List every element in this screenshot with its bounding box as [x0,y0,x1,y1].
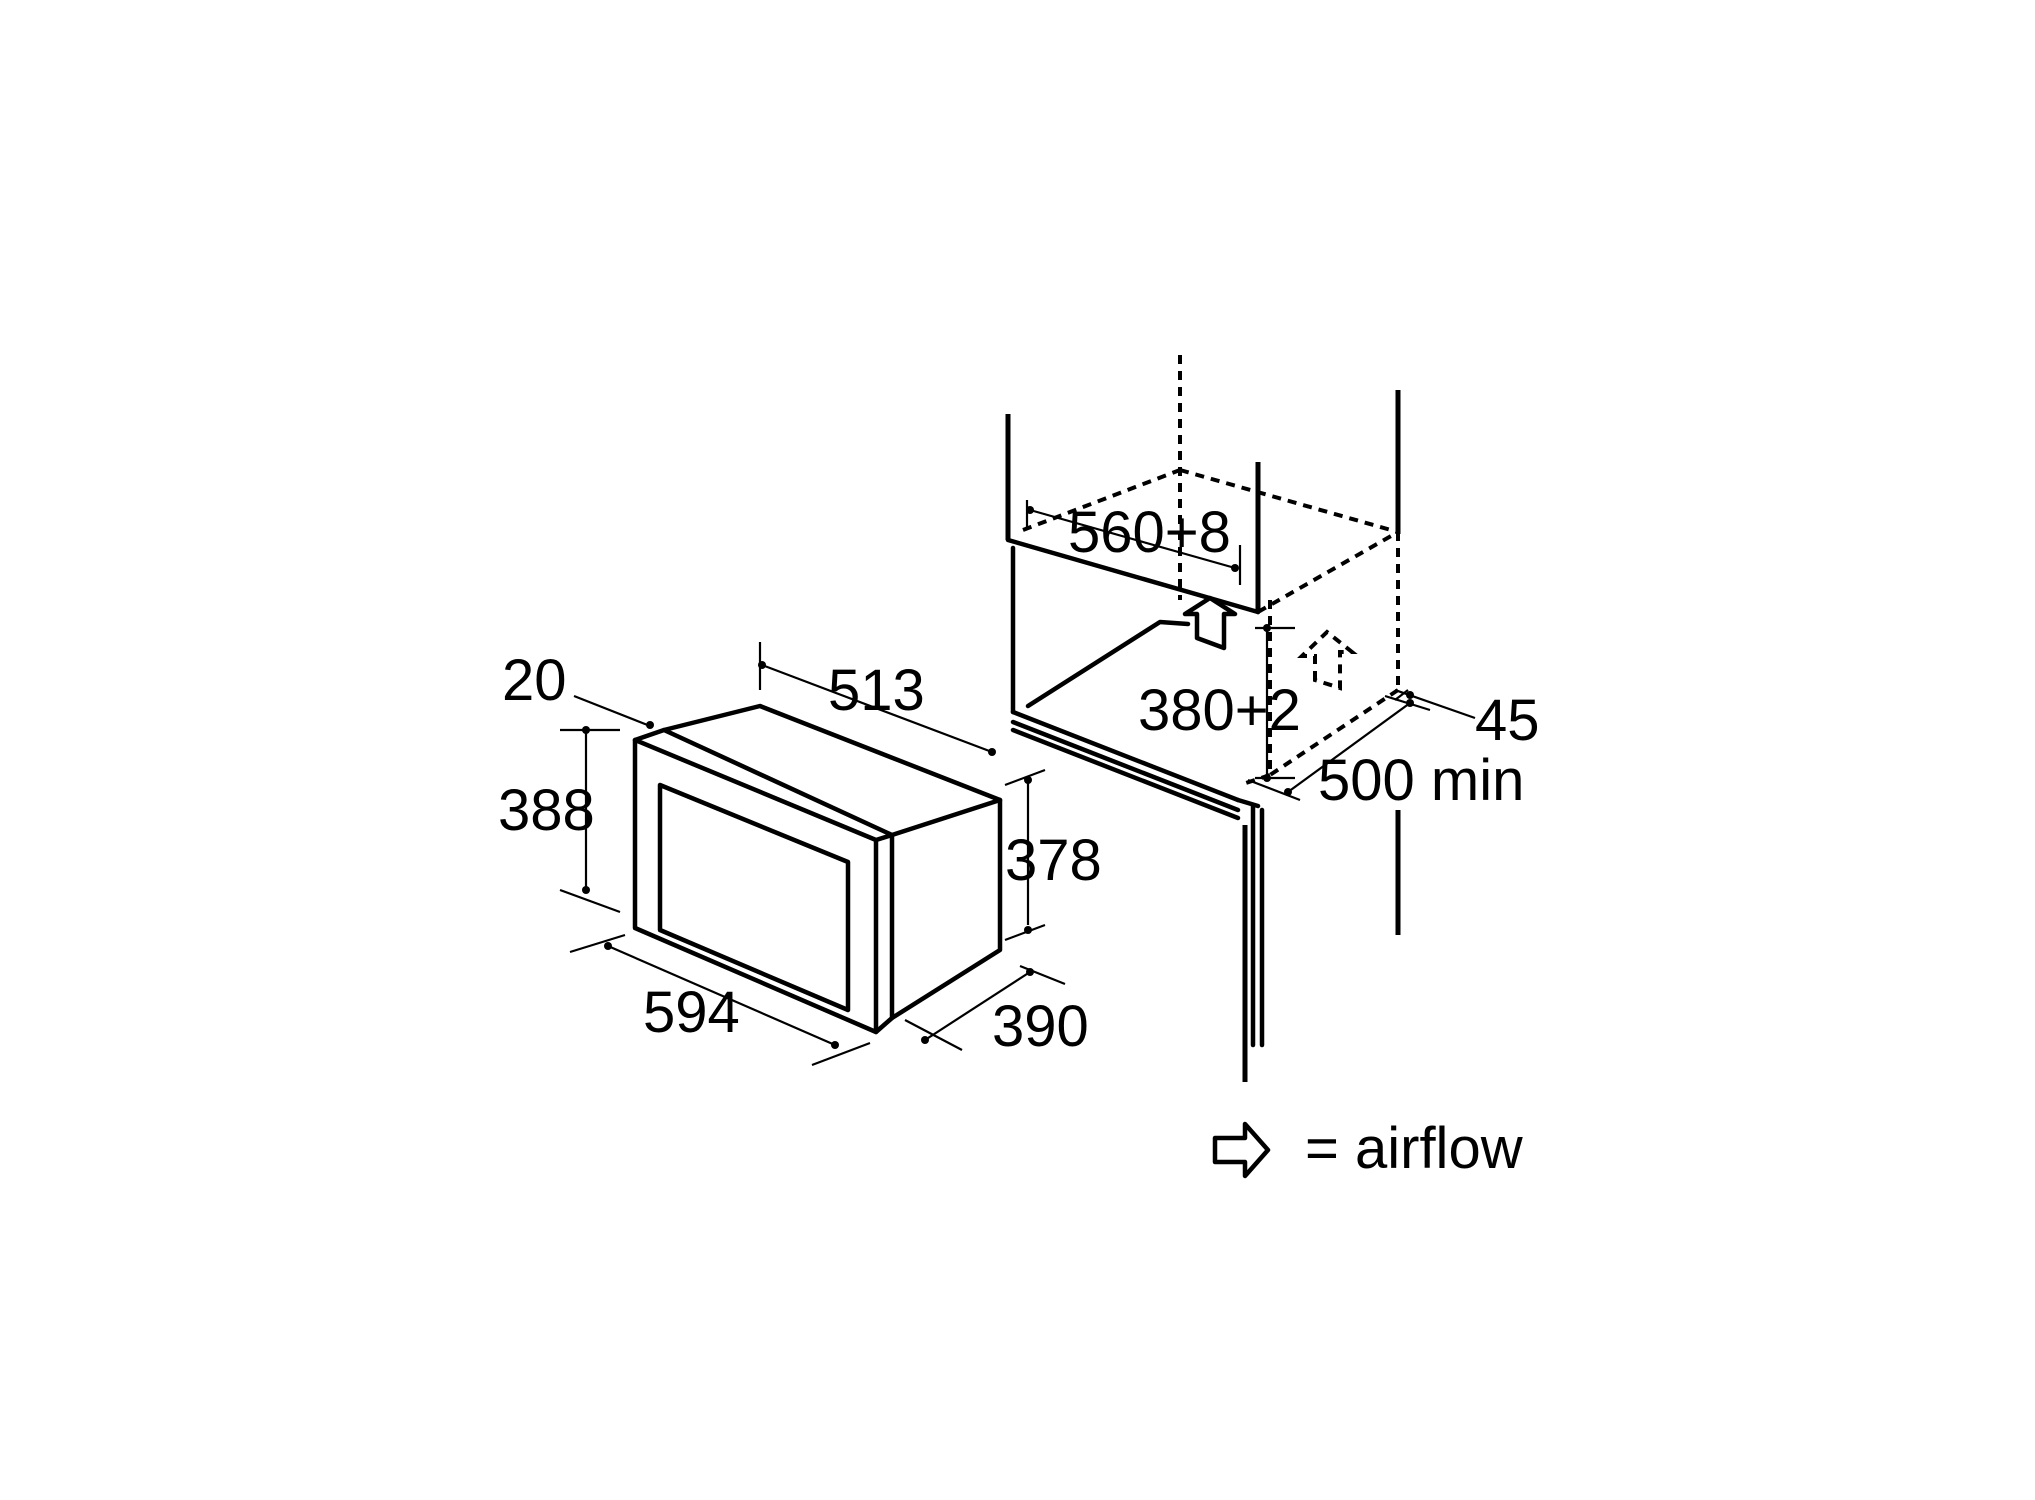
dimension-label-513: 513 [828,658,925,723]
airflow-arrows [1182,595,1358,691]
cabinet-hidden-edges [1022,355,1400,787]
airflow-arrow-icon [1182,595,1238,651]
airflow-arrow-icon [1297,629,1358,691]
dimension-label-388: 388 [498,778,595,843]
airflow-legend-label: = airflow [1305,1116,1524,1181]
dimension-label-500-min: 500 min [1318,748,1524,813]
dimension-label-380-2: 380+2 [1138,678,1301,743]
dimension-label-378: 378 [1005,828,1102,893]
appliance [632,703,1003,1035]
appliance-dimension-lines [559,642,1066,1067]
dimension-label-390: 390 [992,994,1089,1059]
dimension-label-560-8: 560+8 [1068,500,1231,565]
airflow-arrow-icon [1212,1121,1271,1179]
niche-dimension-lines [1025,500,1476,802]
dimension-label-45: 45 [1475,688,1540,753]
dimension-label-594: 594 [643,980,740,1045]
dimension-label-20: 20 [502,648,567,713]
